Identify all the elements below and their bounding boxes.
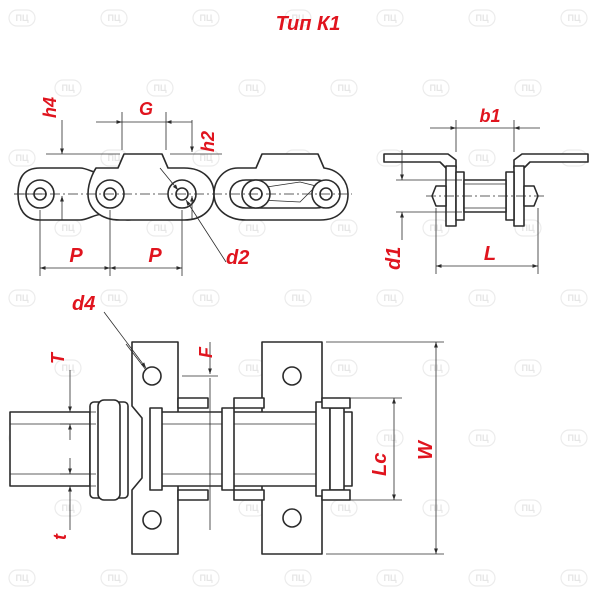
watermark-text: ПЦ — [383, 13, 396, 23]
watermark-text: ПЦ — [61, 83, 74, 93]
watermark-text: ПЦ — [567, 433, 580, 443]
mount-hole-1 — [142, 366, 162, 386]
watermark-text: ПЦ — [337, 83, 350, 93]
watermark-text: ПЦ — [199, 573, 212, 583]
watermark-text: ПЦ — [107, 573, 120, 583]
label-P2: P — [148, 245, 162, 267]
watermark-text: ПЦ — [567, 13, 580, 23]
watermark-text: ПЦ — [15, 293, 28, 303]
watermark-text: ПЦ — [153, 223, 166, 233]
link-plate-4 — [315, 401, 331, 497]
chain-segment-mid — [157, 411, 233, 487]
watermark-text: ПЦ — [337, 363, 350, 373]
chain-segment-right — [231, 411, 323, 487]
title: Тип К1 — [276, 13, 341, 35]
label-T: T — [48, 351, 68, 364]
watermark-text: ПЦ — [245, 223, 258, 233]
watermark-text: ПЦ — [475, 13, 488, 23]
label-t: t — [50, 533, 70, 540]
watermark-text: ПЦ — [521, 223, 534, 233]
watermark-text: ПЦ — [107, 153, 120, 163]
watermark-text: ПЦ — [521, 503, 534, 513]
watermark-text: ПЦ — [245, 83, 258, 93]
pin-head-4 — [233, 489, 265, 501]
label-h2: h2 — [198, 131, 218, 152]
watermark-text: ПЦ — [15, 153, 28, 163]
watermark-text: ПЦ — [475, 573, 488, 583]
pin-head-5 — [321, 397, 351, 409]
pin-head-6 — [321, 489, 351, 501]
link-plate-5 — [329, 407, 345, 491]
plan-view: T t d4 F Lc W — [9, 293, 444, 555]
watermark-text: ПЦ — [245, 363, 258, 373]
watermark-text: ПЦ — [383, 433, 396, 443]
label-h4: h4 — [40, 97, 60, 118]
watermark-text: ПЦ — [429, 83, 442, 93]
watermark-text: ПЦ — [291, 573, 304, 583]
label-Lc: Lc — [369, 453, 391, 476]
label-d4: d4 — [72, 293, 95, 315]
watermark-text: ПЦ — [567, 573, 580, 583]
watermark-text: ПЦ — [337, 223, 350, 233]
watermark-text: ПЦ — [383, 293, 396, 303]
label-G: G — [139, 99, 153, 119]
label-W: W — [415, 439, 437, 460]
watermark-text: ПЦ — [291, 13, 304, 23]
watermark-text: ПЦ — [199, 153, 212, 163]
watermark-text: ПЦ — [199, 293, 212, 303]
watermark-text: ПЦ — [475, 293, 488, 303]
watermark-text: ПЦ — [567, 293, 580, 303]
link-plate-3 — [221, 407, 235, 491]
side-view: h4 G h2 P P d2 — [14, 97, 352, 276]
mount-hole-3 — [282, 366, 302, 386]
chain-segment-left — [9, 411, 91, 487]
watermark-text: ПЦ — [107, 293, 120, 303]
watermark-text: ПЦ — [153, 83, 166, 93]
watermark-text: ПЦ — [521, 83, 534, 93]
label-d2: d2 — [226, 247, 249, 269]
label-F: F — [196, 346, 216, 358]
link-plate-2 — [149, 407, 163, 491]
watermark-text: ПЦ — [475, 433, 488, 443]
pin-head-3 — [177, 489, 209, 501]
label-d1: d1 — [383, 247, 405, 270]
label-L: L — [484, 243, 496, 265]
watermark-text: ПЦ — [15, 13, 28, 23]
pin-head-2 — [233, 397, 265, 409]
watermark-text: ПЦ — [291, 293, 304, 303]
watermark-text: ПЦ — [475, 153, 488, 163]
label-P1: P — [69, 245, 83, 267]
watermark-text: ПЦ — [383, 573, 396, 583]
end-view: b1 d1 L — [383, 106, 589, 274]
watermark-text: ПЦ — [521, 363, 534, 373]
watermark-text: ПЦ — [107, 13, 120, 23]
mount-hole-4 — [282, 508, 302, 528]
mount-hole-2 — [142, 510, 162, 530]
watermark-text: ПЦ — [61, 223, 74, 233]
watermark-text: ПЦ — [15, 573, 28, 583]
watermark-text: ПЦ — [337, 503, 350, 513]
watermark-text: ПЦ — [61, 503, 74, 513]
label-b1: b1 — [479, 106, 500, 126]
watermark-text: ПЦ — [61, 363, 74, 373]
pin-head-1 — [177, 397, 209, 409]
watermark-text: ПЦ — [245, 503, 258, 513]
watermark-text: ПЦ — [199, 13, 212, 23]
